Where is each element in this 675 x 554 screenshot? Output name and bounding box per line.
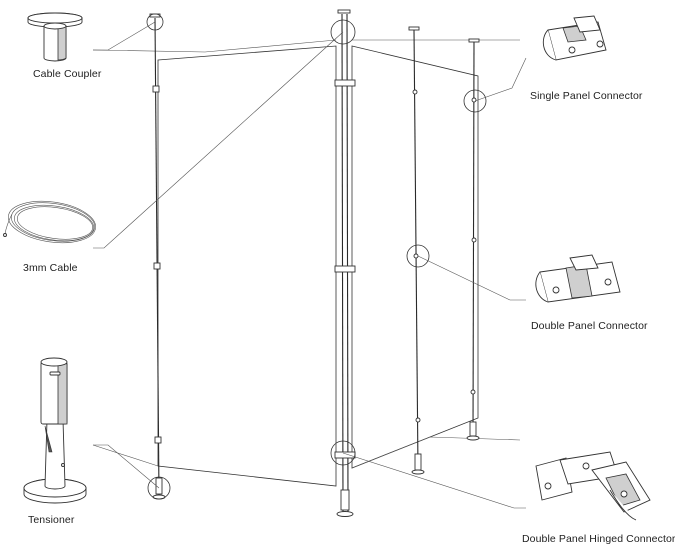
connector-right-b-1 xyxy=(471,97,477,103)
callout-circles xyxy=(146,13,487,500)
tensioner-left-body xyxy=(155,477,163,495)
ceiling-line-left xyxy=(92,39,337,53)
connector-right-a-1 xyxy=(412,89,418,95)
leader-double xyxy=(417,255,526,301)
tensioner-right-b-base xyxy=(466,435,480,441)
leader-single xyxy=(474,57,527,102)
label-double-panel-hinged-connector: Double Panel Hinged Connector xyxy=(522,533,675,545)
floor-tensioners xyxy=(152,421,480,517)
leader-tensioner xyxy=(93,444,160,489)
tensioner-right-a-base xyxy=(411,469,425,475)
floor-line-right xyxy=(351,436,521,469)
cable-center-a xyxy=(341,13,344,513)
callout-circle-coupler xyxy=(146,13,164,31)
coupler-top-right-a xyxy=(408,26,420,31)
callout-circle-hinged xyxy=(330,440,356,466)
double-panel-connector-icon xyxy=(535,254,621,303)
hinged-connector-icon xyxy=(535,451,651,521)
leader-cable xyxy=(93,31,344,249)
connector-right-a-2 xyxy=(413,253,419,259)
leader-coupler xyxy=(93,21,156,51)
callout-circle-cable xyxy=(330,19,356,45)
label-single-panel-connector: Single Panel Connector xyxy=(530,90,643,102)
callout-circle-tensioner xyxy=(147,476,171,500)
connector-right-a-3 xyxy=(415,417,421,423)
coiled-cable-icon xyxy=(3,200,96,244)
cable-coupler-icon xyxy=(27,12,83,62)
leader-lines xyxy=(93,21,527,509)
cable-center-b xyxy=(346,13,349,513)
leader-hinged xyxy=(342,452,526,509)
cable-left xyxy=(154,17,160,497)
connector-right-b-2 xyxy=(471,237,477,243)
cables xyxy=(154,13,475,513)
connector-right-b-3 xyxy=(470,389,476,395)
coupler-top-center xyxy=(337,9,351,14)
cable-connectors xyxy=(152,79,477,459)
connector-center-2 xyxy=(334,265,356,273)
label-double-panel-connector: Double Panel Connector xyxy=(531,320,648,332)
tensioner-icon xyxy=(23,357,87,504)
connector-center-3 xyxy=(334,451,356,459)
label-tensioner: Tensioner xyxy=(28,514,75,526)
connector-left-3 xyxy=(154,436,162,444)
tensioner-center-body xyxy=(340,489,350,511)
label-3mm-cable: 3mm Cable xyxy=(23,262,78,274)
connector-center-1 xyxy=(334,79,356,87)
callout-circle-single xyxy=(463,89,487,113)
left-panel xyxy=(157,45,337,487)
connector-left-2 xyxy=(153,262,161,270)
callout-circle-double xyxy=(406,244,430,268)
tensioner-center-base xyxy=(336,511,354,517)
ceiling-couplers xyxy=(149,9,480,43)
coupler-top-right-b xyxy=(468,38,480,43)
right-panel xyxy=(351,45,479,469)
floor-line-left xyxy=(92,444,159,467)
label-cable-coupler: Cable Coupler xyxy=(33,68,102,80)
cable-right-a xyxy=(413,29,419,471)
single-panel-connector-icon xyxy=(542,15,607,61)
connector-left-1 xyxy=(152,85,160,93)
tensioner-right-b-body xyxy=(469,421,477,437)
tensioner-right-a-body xyxy=(414,453,422,471)
